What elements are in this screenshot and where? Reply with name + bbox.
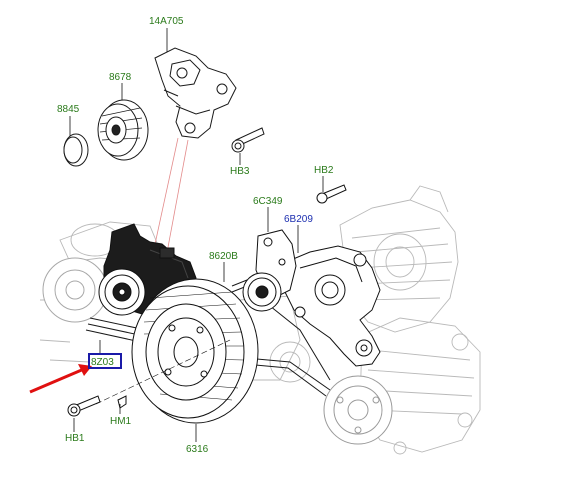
label-14A705[interactable]: 14A705 xyxy=(149,16,184,27)
centerline-crank xyxy=(95,339,231,405)
tensioner-bracket-14A705 xyxy=(154,47,237,139)
marker-HM1 xyxy=(117,395,127,409)
label-6B209[interactable]: 6B209 xyxy=(284,214,313,225)
drive-belt-8620B xyxy=(85,273,331,397)
bolt-HB2 xyxy=(316,184,347,204)
dust-cap-8845 xyxy=(63,133,89,167)
idler-pulley-8678 xyxy=(97,99,149,161)
label-6316[interactable]: 6316 xyxy=(186,444,209,455)
crankshaft-pulley-6316 xyxy=(131,278,259,424)
tensioner-pulley xyxy=(98,268,146,316)
part-labels: 14A705 8678 8845 HB3 HB2 6C349 6B209 862… xyxy=(57,16,334,455)
label-8678[interactable]: 8678 xyxy=(109,72,132,83)
label-HB3[interactable]: HB3 xyxy=(230,166,250,177)
red-arrow-indicator xyxy=(29,364,92,394)
label-HB2[interactable]: HB2 xyxy=(314,165,334,176)
label-8Z03[interactable]: 8Z03 xyxy=(91,357,114,368)
red-reference-lines xyxy=(151,137,189,259)
bolt-HB3 xyxy=(231,127,265,153)
highlight-box-8Z03[interactable] xyxy=(88,353,122,369)
bolt-HB1 xyxy=(67,395,101,417)
label-HM1[interactable]: HM1 xyxy=(110,416,132,427)
idler-pulley-right xyxy=(242,272,282,312)
label-8620B[interactable]: 8620B xyxy=(209,251,238,262)
ac-clutch-pulley xyxy=(323,375,393,445)
ghost-pulley-left xyxy=(42,257,108,323)
tensioner-6B209 xyxy=(283,245,381,367)
ghost-engine-components xyxy=(39,185,481,455)
label-6C349[interactable]: 6C349 xyxy=(253,196,283,207)
label-8845[interactable]: 8845 xyxy=(57,104,80,115)
label-HB1[interactable]: HB1 xyxy=(65,433,85,444)
